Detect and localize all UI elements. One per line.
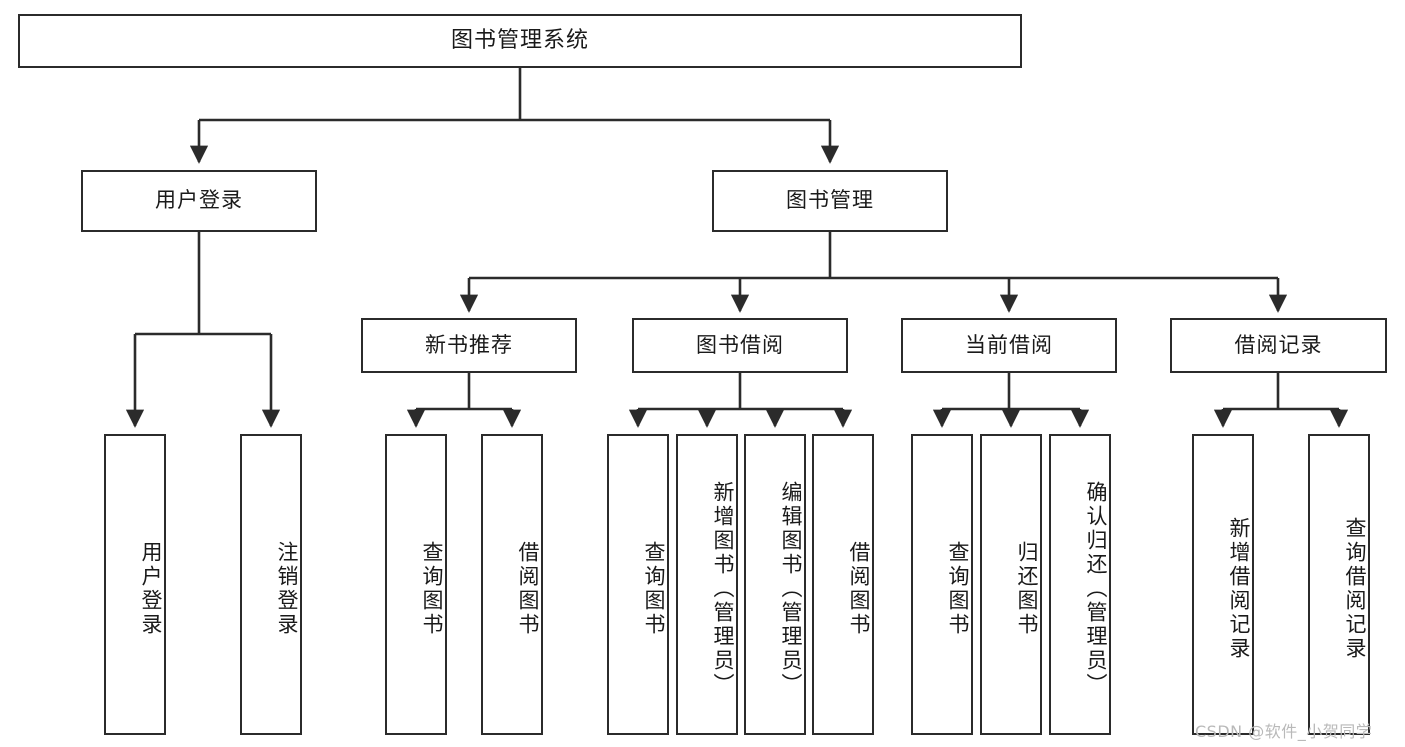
node-leaf-query-record-label: 查询借阅记录 — [1343, 516, 1367, 661]
node-leaf-user-logout[interactable]: 注销登录 — [240, 434, 302, 735]
node-leaf-query-book-3-label: 查询图书 — [946, 540, 970, 637]
node-leaf-edit-book-label: 编辑图书（管理员） — [779, 480, 803, 697]
node-leaf-query-book-2-label: 查询图书 — [642, 540, 666, 637]
node-new-book-recommend-label: 新书推荐 — [425, 332, 513, 357]
node-root-label: 图书管理系统 — [450, 27, 589, 53]
node-leaf-user-login[interactable]: 用户登录 — [104, 434, 166, 735]
node-leaf-borrow-book-2-label: 借阅图书 — [847, 540, 871, 637]
watermark: CSDN @软件_小贺同学 — [1195, 722, 1373, 741]
node-leaf-user-login-label: 用户登录 — [139, 540, 163, 637]
node-book-borrow[interactable]: 图书借阅 — [632, 318, 848, 373]
node-leaf-query-book-3[interactable]: 查询图书 — [911, 434, 973, 735]
node-leaf-query-book-1[interactable]: 查询图书 — [385, 434, 447, 735]
node-book-manage[interactable]: 图书管理 — [712, 170, 948, 232]
node-book-manage-label: 图书管理 — [786, 188, 874, 213]
node-leaf-query-book-1-label: 查询图书 — [420, 540, 444, 637]
node-leaf-query-record[interactable]: 查询借阅记录 — [1308, 434, 1370, 735]
node-user-login[interactable]: 用户登录 — [81, 170, 317, 232]
node-leaf-add-record[interactable]: 新增借阅记录 — [1192, 434, 1254, 735]
node-leaf-borrow-book-1-label: 借阅图书 — [516, 540, 540, 637]
node-leaf-add-record-label: 新增借阅记录 — [1227, 516, 1251, 661]
node-current-borrow[interactable]: 当前借阅 — [901, 318, 1117, 373]
node-new-book-recommend[interactable]: 新书推荐 — [361, 318, 577, 373]
node-borrow-record[interactable]: 借阅记录 — [1170, 318, 1387, 373]
node-leaf-borrow-book-2[interactable]: 借阅图书 — [812, 434, 874, 735]
node-root[interactable]: 图书管理系统 — [18, 14, 1022, 68]
node-user-login-label: 用户登录 — [155, 188, 243, 213]
node-leaf-return-book[interactable]: 归还图书 — [980, 434, 1042, 735]
node-leaf-borrow-book-1[interactable]: 借阅图书 — [481, 434, 543, 735]
node-leaf-confirm-return-label: 确认归还（管理员） — [1084, 480, 1108, 697]
node-leaf-add-book-label: 新增图书（管理员） — [711, 480, 735, 697]
node-leaf-user-logout-label: 注销登录 — [275, 540, 299, 637]
node-current-borrow-label: 当前借阅 — [965, 332, 1053, 357]
node-leaf-add-book[interactable]: 新增图书（管理员） — [676, 434, 738, 735]
node-leaf-edit-book[interactable]: 编辑图书（管理员） — [744, 434, 806, 735]
node-book-borrow-label: 图书借阅 — [696, 332, 784, 357]
node-leaf-confirm-return[interactable]: 确认归还（管理员） — [1049, 434, 1111, 735]
node-leaf-return-book-label: 归还图书 — [1015, 540, 1039, 637]
node-borrow-record-label: 借阅记录 — [1234, 332, 1323, 357]
node-leaf-query-book-2[interactable]: 查询图书 — [607, 434, 669, 735]
